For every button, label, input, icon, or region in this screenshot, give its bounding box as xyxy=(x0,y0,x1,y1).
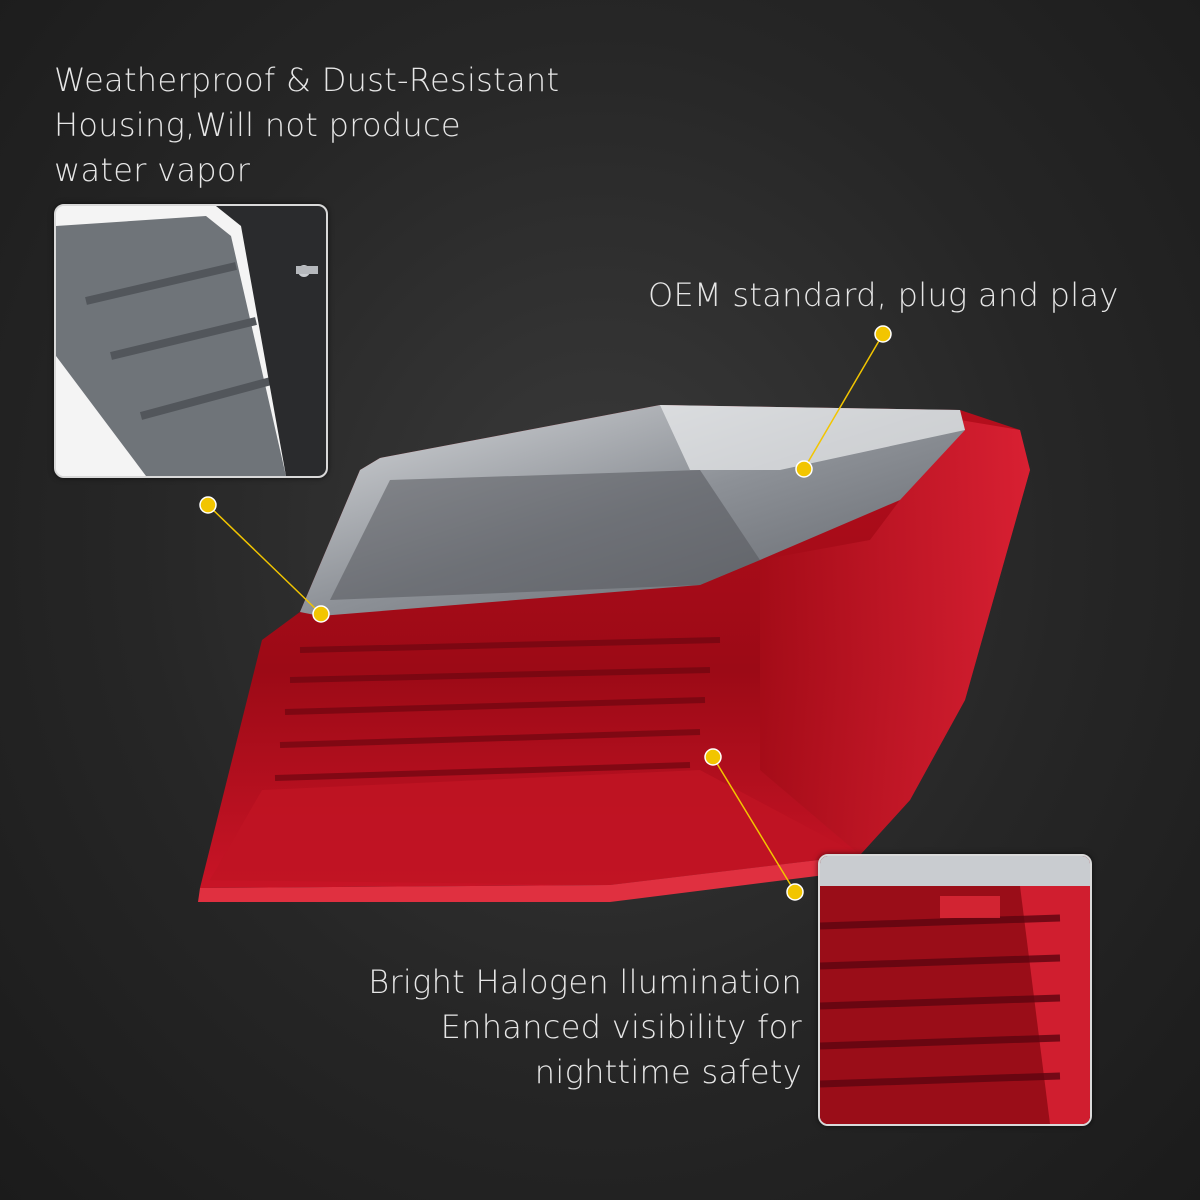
caption-line: Enhanced visibility for xyxy=(440,1008,802,1046)
housing-closeup-image xyxy=(54,204,328,478)
caption-oem: OEM standard, plug and play xyxy=(648,273,1119,318)
caption-line: Housing,Will not produce xyxy=(54,106,461,144)
caption-bright: Bright Halogen llumination Enhanced visi… xyxy=(368,960,802,1095)
caption-line: Weatherproof & Dust-Resistant xyxy=(54,61,560,99)
caption-line: Bright Halogen llumination xyxy=(368,963,802,1001)
caption-line: water vapor xyxy=(54,151,251,189)
caption-housing: Weatherproof & Dust-Resistant Housing,Wi… xyxy=(54,58,559,193)
caption-line: nighttime safety xyxy=(534,1053,802,1091)
caption-line: OEM standard, plug and play xyxy=(648,276,1119,314)
lens-closeup-image xyxy=(818,854,1092,1126)
